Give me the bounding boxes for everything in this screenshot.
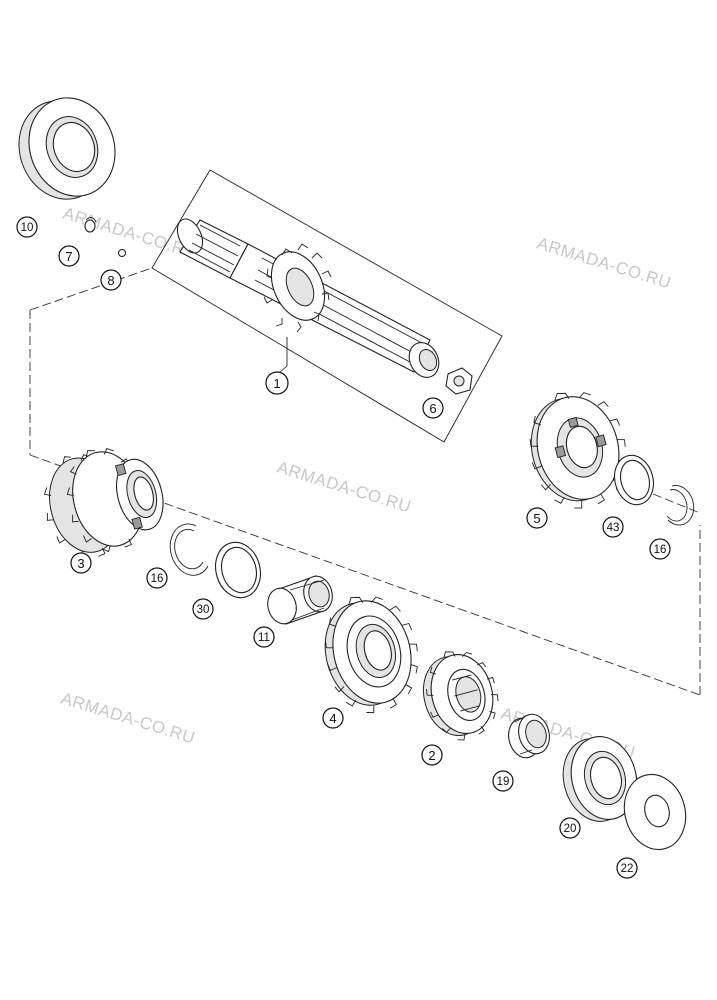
callout-20: 20 xyxy=(559,817,581,839)
leader-lines xyxy=(279,365,288,373)
svg-text:4: 4 xyxy=(329,711,336,726)
svg-text:10: 10 xyxy=(21,222,34,234)
callout-11: 11 xyxy=(253,626,275,648)
svg-text:1: 1 xyxy=(273,376,280,391)
gear-4 xyxy=(324,596,418,714)
callout-19: 19 xyxy=(492,770,514,792)
callout-43: 43 xyxy=(602,516,624,538)
watermark-3: ARMADA-CO.RU xyxy=(275,458,414,517)
bushing-19 xyxy=(508,713,550,759)
watermark-2: ARMADA-CO.RU xyxy=(535,234,674,293)
svg-text:43: 43 xyxy=(607,522,620,534)
svg-text:19: 19 xyxy=(497,776,510,788)
callout-8: 8 xyxy=(100,269,122,291)
main-shaft-1 xyxy=(151,169,503,443)
callout-16-right: 16 xyxy=(649,538,671,560)
part-8-ball xyxy=(117,248,127,258)
svg-text:6: 6 xyxy=(429,401,436,416)
callout-30: 30 xyxy=(192,598,214,620)
callout-2: 2 xyxy=(421,744,443,766)
callout-6: 6 xyxy=(422,397,444,419)
watermark-4: ARMADA-CO.RU xyxy=(59,689,198,748)
gear-5 xyxy=(529,392,626,509)
gear-2 xyxy=(423,651,499,741)
callout-7: 7 xyxy=(58,245,80,267)
svg-text:20: 20 xyxy=(564,823,577,835)
svg-text:11: 11 xyxy=(258,632,270,644)
bearing-20 xyxy=(562,736,638,822)
svg-text:16: 16 xyxy=(654,544,667,556)
svg-text:8: 8 xyxy=(107,273,114,288)
callout-5: 5 xyxy=(526,507,548,529)
svg-text:5: 5 xyxy=(533,511,540,526)
svg-text:16: 16 xyxy=(151,573,164,585)
needle-bearing-11 xyxy=(267,575,333,625)
circlip-16-right xyxy=(666,485,695,526)
callout-16-left: 16 xyxy=(146,567,168,589)
ring-43 xyxy=(613,454,655,506)
ring-30 xyxy=(214,541,262,599)
svg-text:7: 7 xyxy=(65,249,72,264)
callouts: 10 7 8 1 6 5 43 16 xyxy=(16,216,671,879)
part-6-nut xyxy=(445,367,473,395)
svg-text:3: 3 xyxy=(77,556,84,571)
svg-text:30: 30 xyxy=(197,604,210,616)
part-7-pin xyxy=(84,217,97,233)
svg-text:2: 2 xyxy=(428,748,435,763)
circlip-16-left xyxy=(169,523,209,576)
callout-4: 4 xyxy=(322,707,344,729)
callout-3: 3 xyxy=(70,552,92,574)
gear-3 xyxy=(43,447,164,558)
callout-22: 22 xyxy=(616,857,638,879)
callout-1: 1 xyxy=(265,371,289,395)
washer-22 xyxy=(623,773,687,851)
callout-10: 10 xyxy=(16,216,38,238)
svg-text:22: 22 xyxy=(621,863,634,875)
bearing-10 xyxy=(18,97,116,200)
